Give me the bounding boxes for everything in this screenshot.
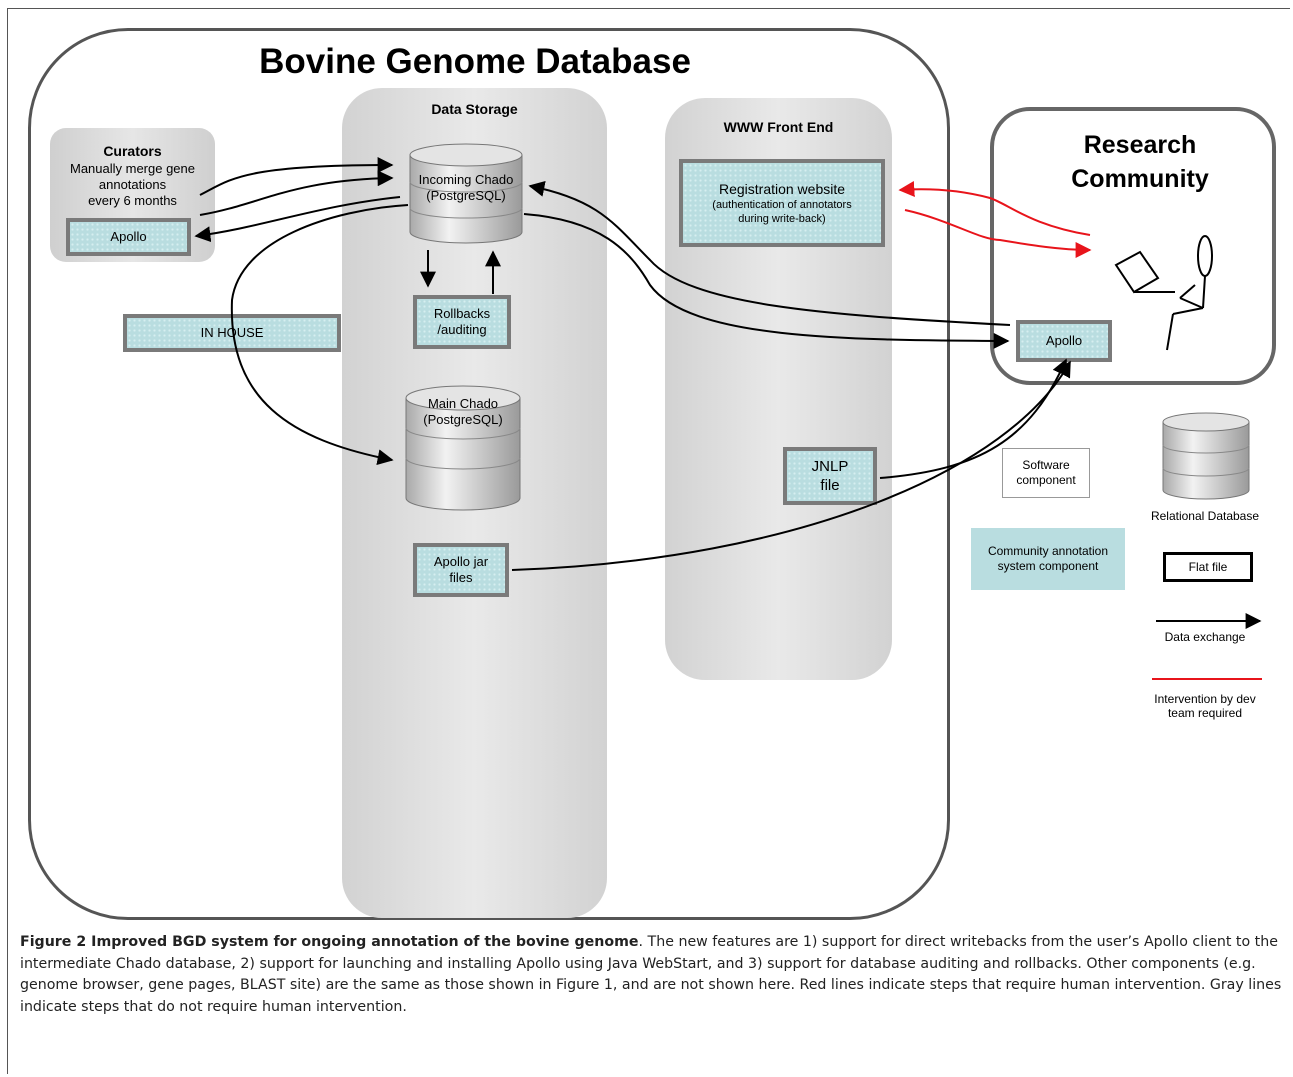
curators-apollo-box: Apollo [66, 218, 191, 256]
curators-to-incoming-arrow-2 [199, 170, 394, 216]
research-community-panel [990, 107, 1276, 385]
jnlp-box: JNLP file [783, 447, 877, 505]
legend-community-label: Community annotation system component [987, 544, 1109, 573]
figure-caption: Figure 2 Improved BGD system for ongoing… [20, 932, 1282, 1018]
jnlp-to-research-apollo-arrow [879, 358, 1068, 479]
legend-community-component: Community annotation system component [971, 528, 1125, 590]
main-chado-label: Main Chado (PostgreSQL) [423, 396, 503, 427]
figure-frame [7, 8, 1290, 1074]
legend-relational-db-label: Relational Database [1150, 509, 1260, 523]
legend-intervention-label: Intervention by dev team required [1154, 692, 1256, 720]
apollo-jar-box: Apollo jar files [413, 543, 509, 597]
curators-title: Curators [103, 143, 162, 159]
legend-db-icon [1162, 412, 1250, 500]
incoming-chado-label: Incoming Chado (PostgreSQL) [418, 172, 514, 203]
legend-flat-file-label: Flat file [1188, 560, 1228, 574]
research-community-title: Research Community [1071, 131, 1209, 193]
main-chado-db [405, 385, 521, 511]
incoming-chado-db [409, 143, 523, 244]
jar-to-research-apollo-arrow [511, 360, 1071, 571]
bgd-title: Bovine Genome Database [259, 42, 691, 81]
registration-title: Registration website [718, 180, 846, 197]
legend-data-exchange-label: Data exchange [1164, 630, 1246, 644]
curators-to-incoming-arrow-1 [199, 157, 394, 196]
intervention-arrow-to-community [904, 209, 1092, 258]
legend-software-component: Software component [1002, 448, 1090, 498]
caption-label: Figure 2 Improved BGD system for ongoing… [20, 934, 639, 950]
www-front-end-title: WWW Front End [723, 119, 834, 135]
research-apollo-to-incoming-arrow [528, 180, 1011, 326]
intervention-arrow-to-registration [898, 181, 1091, 236]
caption-text: . The new features are 1) support for di… [20, 934, 1282, 1015]
incoming-to-research-apollo-arrow [523, 213, 1010, 349]
research-apollo-box: Apollo [1016, 320, 1112, 362]
bgd-container [28, 28, 950, 920]
curators-description: Manually merge gene annotations every 6 … [69, 161, 196, 208]
rollbacks-box: Rollbacks /auditing [413, 295, 511, 349]
legend-flat-file: Flat file [1163, 552, 1253, 582]
legend-software-label: Software component [1016, 458, 1076, 487]
researcher-figure [1114, 235, 1213, 351]
data-storage-title: Data Storage [431, 101, 518, 117]
registration-subtitle: (authentication of annotators during wri… [712, 198, 852, 225]
registration-box: Registration website (authentication of … [679, 159, 885, 247]
incoming-to-curators-arrow [194, 196, 401, 243]
incoming-to-main-arrow [230, 204, 409, 466]
